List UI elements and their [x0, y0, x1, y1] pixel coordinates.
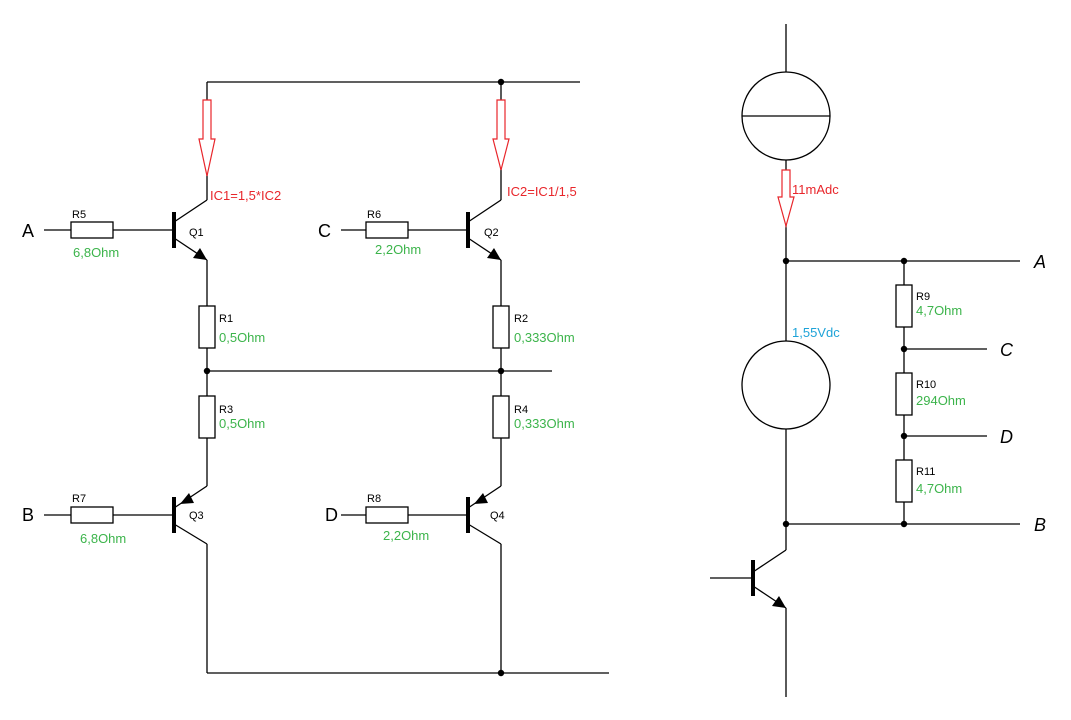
junction-dot-b-right — [900, 520, 908, 528]
resistor-r2: R2 0,333Ohm — [492, 305, 575, 349]
r3-value: 0,5Ohm — [219, 416, 265, 431]
r8-value: 2,2Ohm — [383, 528, 429, 543]
node-c-left: C — [318, 221, 331, 241]
resistor-r3: R3 0,5Ohm — [198, 395, 265, 439]
r2-value: 0,333Ohm — [514, 330, 575, 345]
resistor-r6: R6 2,2Ohm — [365, 209, 421, 257]
voltage-source-circle — [741, 340, 831, 430]
resistor-r5: R5 6,8Ohm — [70, 209, 119, 260]
r11-ref: R11 — [916, 466, 935, 478]
r2-ref: R2 — [514, 313, 528, 325]
transistor-q1: Q1 — [172, 199, 208, 261]
r4-value: 0,333Ohm — [514, 416, 575, 431]
r7-value: 6,8Ohm — [80, 531, 126, 546]
r6-ref: R6 — [367, 209, 381, 221]
q3-collector-lead — [173, 523, 208, 545]
r10-body — [895, 372, 913, 416]
r2-body — [492, 305, 510, 349]
r5-ref: R5 — [72, 209, 86, 221]
node-b-right: B — [1034, 515, 1046, 535]
junction-dot-mid-left — [203, 367, 211, 375]
node-c-right: C — [1000, 340, 1014, 360]
resistor-r9: R9 4,7Ohm — [895, 284, 962, 328]
r11-body — [895, 459, 913, 503]
r3-ref: R3 — [219, 404, 233, 416]
r11-value: 4,7Ohm — [916, 481, 962, 496]
resistor-r8: R8 2,2Ohm — [365, 493, 429, 543]
node-d-left: D — [325, 505, 338, 525]
q2-label: Q2 — [484, 227, 499, 239]
node-d-right: D — [1000, 427, 1013, 447]
junction-dot-bottom-right — [497, 669, 505, 677]
r4-ref: R4 — [514, 404, 528, 416]
transistor-q2: Q2 — [466, 199, 502, 261]
transistor-q4: Q4 — [466, 485, 505, 545]
q1-collector-lead — [173, 199, 208, 223]
r9-ref: R9 — [916, 291, 930, 303]
r9-body — [895, 284, 913, 328]
current-source — [741, 71, 831, 161]
ic1-current-arrow — [198, 99, 216, 177]
resistor-r4: R4 0,333Ohm — [492, 395, 575, 439]
bias-transistor — [710, 524, 787, 697]
q3-label: Q3 — [189, 510, 204, 522]
r3-body — [198, 395, 216, 439]
r9-value: 4,7Ohm — [916, 303, 962, 318]
q4-label: Q4 — [490, 510, 505, 522]
resistor-r11: R11 4,7Ohm — [895, 459, 962, 503]
node-a-left: A — [22, 221, 34, 241]
junction-dot-mid-right — [497, 367, 505, 375]
r7-ref: R7 — [72, 493, 86, 505]
r8-body — [365, 506, 409, 524]
bias-emitter-arrow — [772, 596, 786, 608]
current-source-label: 11mAdc — [792, 182, 839, 197]
resistor-r1: R1 0,5Ohm — [198, 305, 265, 349]
resistor-r10: R10 294Ohm — [895, 372, 966, 416]
right-bias-network: 11mAdc A 1,55Vdc R9 4,7Ohm C R10 294Ohm … — [710, 24, 1046, 697]
q1-label: Q1 — [189, 227, 204, 239]
q3-emitter-arrow — [180, 493, 194, 504]
r10-ref: R10 — [916, 379, 936, 391]
r6-body — [365, 221, 409, 239]
junction-dot-d — [900, 432, 908, 440]
node-b-left: B — [22, 505, 34, 525]
ic2-current-arrow — [492, 99, 510, 171]
r5-value: 6,8Ohm — [73, 245, 119, 260]
ic1-label: IC1=1,5*IC2 — [210, 188, 281, 203]
r8-ref: R8 — [367, 493, 381, 505]
junction-dot-top-right — [497, 78, 505, 86]
q4-collector-lead — [467, 523, 502, 545]
r1-ref: R1 — [219, 313, 233, 325]
r10-value: 294Ohm — [916, 393, 966, 408]
left-output-stage: IC1=1,5*IC2 IC2=IC1/1,5 Q1 Q2 R1 0,5Ohm — [22, 78, 609, 677]
node-a-right: A — [1033, 252, 1046, 272]
ic2-label: IC2=IC1/1,5 — [507, 184, 577, 199]
resistor-r7: R7 6,8Ohm — [70, 493, 126, 546]
q4-emitter-arrow — [474, 493, 488, 504]
q1-emitter-arrow — [193, 248, 207, 260]
current-source-arrow — [777, 169, 795, 229]
r1-value: 0,5Ohm — [219, 330, 265, 345]
junction-dot-c — [900, 345, 908, 353]
r1-body — [198, 305, 216, 349]
q2-emitter-arrow — [487, 248, 501, 260]
voltage-source-label: 1,55Vdc — [792, 325, 840, 340]
bias-collector-lead — [752, 549, 787, 573]
transistor-q3: Q3 — [172, 485, 208, 545]
r6-value: 2,2Ohm — [375, 242, 421, 257]
r4-body — [492, 395, 510, 439]
r7-body — [70, 506, 114, 524]
r5-body — [70, 221, 114, 239]
q2-collector-lead — [467, 199, 502, 223]
